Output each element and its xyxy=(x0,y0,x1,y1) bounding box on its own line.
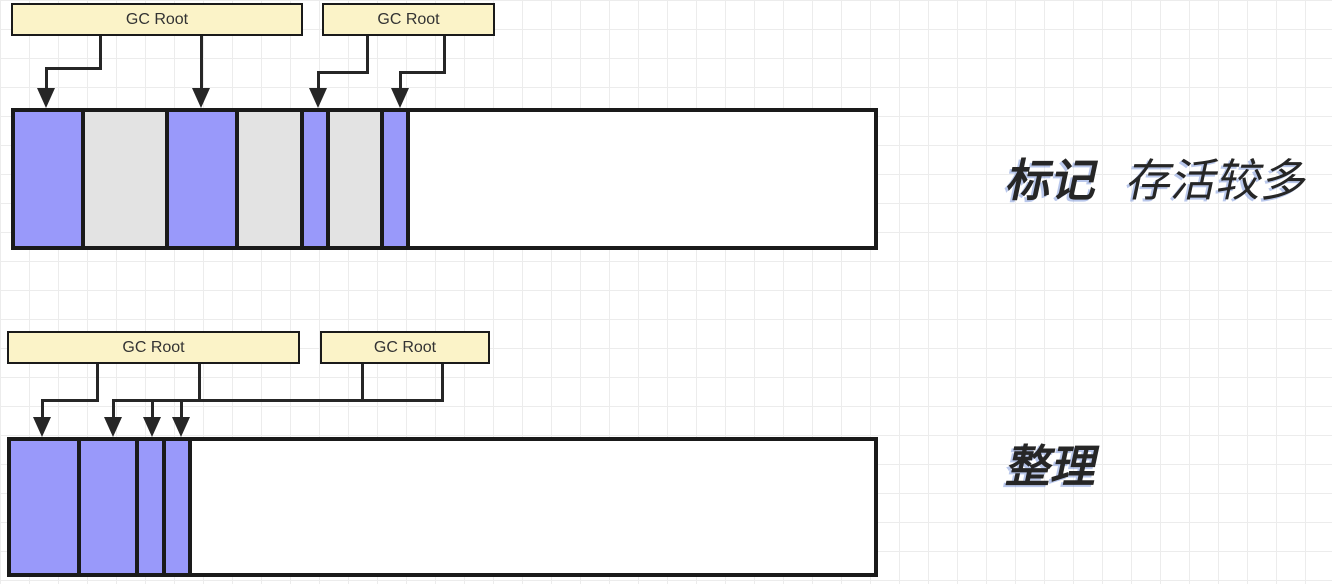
connector-line xyxy=(45,67,102,70)
connector-line xyxy=(99,36,102,70)
gc-root-label: GC Root xyxy=(373,338,437,356)
compact-label: 整理 xyxy=(1002,441,1104,492)
heap-segment-live xyxy=(164,439,190,575)
heap-segment-live xyxy=(167,110,237,248)
arrow-down-icon xyxy=(104,417,122,437)
compact-caption: 整理 xyxy=(1002,441,1104,492)
connector-line xyxy=(441,364,444,402)
connector-line xyxy=(41,399,99,402)
connector-line xyxy=(366,36,369,74)
connector-line xyxy=(41,399,44,419)
heap-bar-marked xyxy=(11,108,878,250)
gc-root-label: GC Root xyxy=(122,338,185,356)
gc-root-box-3: GC Root xyxy=(7,331,300,364)
heap-segment-live xyxy=(9,439,79,575)
mark-caption: 标记存活较多 xyxy=(1002,155,1314,206)
heap-segment-live xyxy=(13,110,83,248)
connector-line xyxy=(200,36,203,90)
gc-root-label: GC Root xyxy=(377,10,440,28)
connector-line xyxy=(112,399,115,419)
arrow-down-icon xyxy=(309,88,327,108)
arrow-down-icon xyxy=(172,417,190,437)
heap-segment-live xyxy=(382,110,408,248)
heap-segment-dead xyxy=(83,110,167,248)
connector-bus-line xyxy=(112,399,444,402)
gc-root-label: GC Root xyxy=(125,10,189,28)
heap-segment-live xyxy=(79,439,137,575)
connector-line xyxy=(45,67,48,91)
heap-segment-live xyxy=(302,110,328,248)
connector-line xyxy=(180,399,183,419)
arrow-down-icon xyxy=(33,417,51,437)
heap-segment-dead xyxy=(328,110,382,248)
gc-root-box-4: GC Root xyxy=(320,331,490,364)
heap-segment-live xyxy=(137,439,164,575)
connector-line xyxy=(96,364,99,402)
connector-line xyxy=(443,36,446,74)
connector-line xyxy=(198,364,201,402)
heap-segment-free xyxy=(408,110,876,248)
connector-line xyxy=(399,71,402,91)
connector-line xyxy=(317,71,320,91)
connector-line xyxy=(361,364,364,402)
heap-segment-free xyxy=(190,439,876,575)
heap-segment-dead xyxy=(237,110,302,248)
arrow-down-icon xyxy=(391,88,409,108)
gc-root-box-2: GC Root xyxy=(322,3,495,36)
arrow-down-icon xyxy=(37,88,55,108)
arrow-down-icon xyxy=(192,88,210,108)
connector-line xyxy=(317,71,369,74)
connector-line xyxy=(399,71,446,74)
heap-bar-compacted xyxy=(7,437,878,577)
mark-note-label: 存活较多 xyxy=(1122,155,1314,206)
arrow-down-icon xyxy=(143,417,161,437)
connector-line xyxy=(151,399,154,419)
mark-label: 标记 xyxy=(1002,155,1104,206)
gc-root-box-1: GC Root xyxy=(11,3,303,36)
